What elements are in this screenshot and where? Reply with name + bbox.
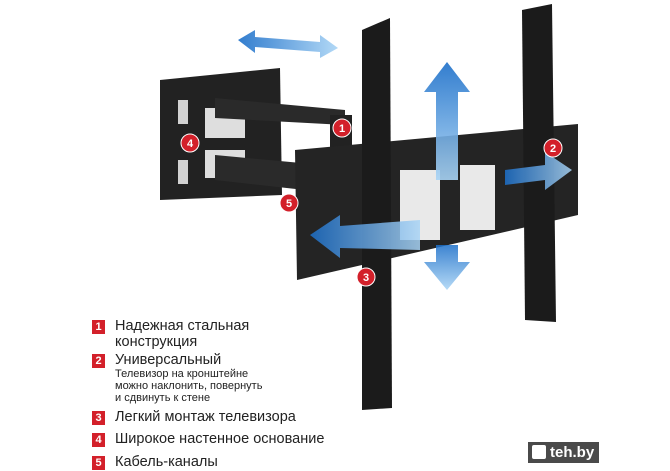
feature-number: 5 [92, 456, 105, 470]
feature-title: Надежная стальная [115, 318, 250, 334]
arrows [238, 30, 572, 290]
callout-markers: 1 2 3 4 5 [180, 118, 563, 287]
feature-desc: Телевизор на кронштейне [115, 368, 249, 380]
feature-desc: и сдвинуть к стене [115, 392, 211, 404]
feature-number: 4 [92, 433, 105, 447]
feature-desc: можно наклонить, повернуть [115, 380, 263, 392]
watermark-text: teh.by [550, 444, 595, 461]
svg-text:5: 5 [286, 198, 292, 210]
watermark: teh.by [528, 442, 600, 463]
feature-title-cont: конструкция [115, 334, 198, 350]
feature-3: 3 Легкий монтаж телевизора [92, 409, 296, 425]
feature-number: 1 [92, 320, 105, 334]
feature-title: Кабель-каналы [115, 454, 218, 470]
vertical-rails [362, 4, 556, 410]
feature-title: Легкий монтаж телевизора [115, 409, 296, 425]
feature-2: 2 Универсальный Телевизор на кронштейне … [92, 352, 262, 404]
svg-text:3: 3 [363, 272, 369, 284]
svg-text:1: 1 [339, 123, 345, 135]
svg-text:4: 4 [187, 138, 194, 150]
feature-title: Универсальный [115, 352, 222, 368]
feature-4: 4 Широкое настенное основание [92, 431, 324, 447]
watermark-logo-icon [532, 445, 546, 459]
feature-title: Широкое настенное основание [115, 431, 325, 447]
svg-text:2: 2 [550, 143, 556, 155]
feature-number: 3 [92, 411, 105, 425]
feature-5: 5 Кабель-каналы [92, 454, 218, 470]
feature-number: 2 [92, 354, 105, 368]
